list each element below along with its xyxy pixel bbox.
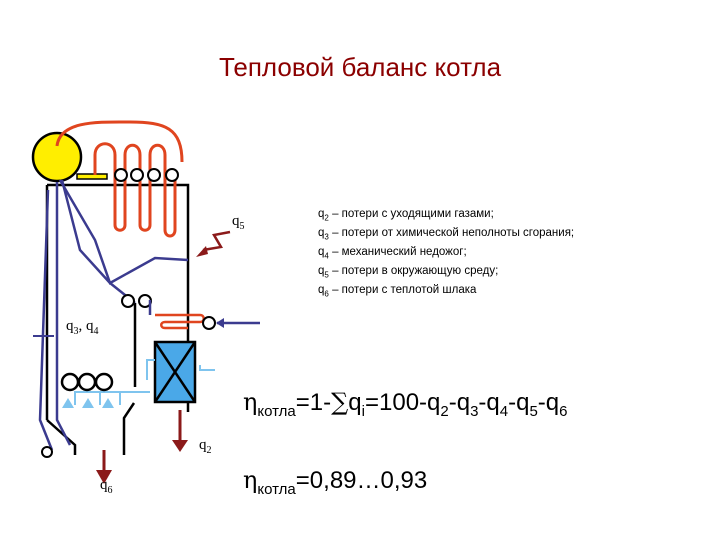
label-q5: q5 (232, 213, 245, 232)
top-headers (114, 168, 179, 182)
superheater-coil (55, 120, 184, 238)
efficiency-range: ηкотла=0,89…0,93 (243, 466, 428, 498)
label-q2: q2 (199, 437, 212, 456)
legend-item-q2: q2 – потери с уходящими газами; (318, 208, 494, 223)
middle-headers (121, 294, 152, 308)
label-q6: q6 (100, 477, 113, 496)
page-title: Тепловой баланс котла (218, 52, 502, 82)
boiler-drum (31, 131, 83, 183)
legend-item-q5: q5 – потери в окружающую среду; (318, 264, 499, 279)
efficiency-formula: ηкотла=1-∑qi=100-q2-q3-q4-q5-q6 (243, 388, 568, 420)
air-duct (74, 359, 215, 405)
collector (76, 173, 108, 180)
legend: q2 – потери с уходящими газами; q3 – пот… (318, 207, 574, 301)
label-q3-q4: q3, q4 (66, 318, 99, 337)
legend-item-q4: q4 – механический недожог; (318, 245, 467, 261)
furnace-screen (38, 179, 189, 451)
feedwater-header (202, 316, 216, 330)
legend-item-q6: q6 – потери с теплотой шлака (318, 283, 477, 298)
economizer-coil (155, 313, 205, 330)
drain-header (41, 446, 53, 458)
q5-loss-arrow (202, 230, 231, 252)
legend-item-q3: q3 – потери от химической неполноты сгор… (318, 226, 575, 242)
bottom-headers (60, 372, 114, 392)
